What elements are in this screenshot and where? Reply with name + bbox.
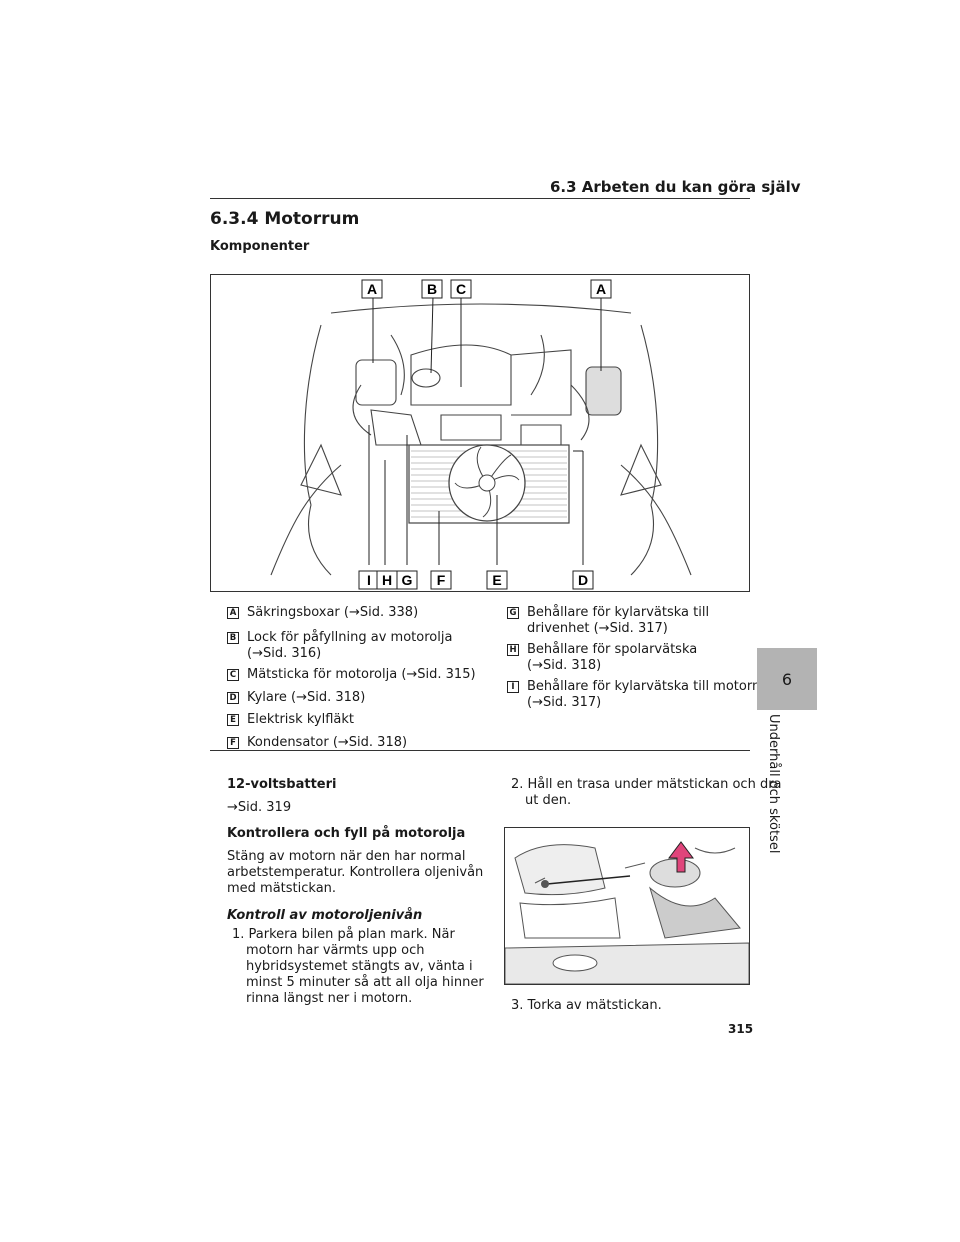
oil-step-1: 1. Parkera bilen på plan mark. När motor… bbox=[232, 927, 484, 1006]
battery-ref: →Sid. 319 bbox=[227, 800, 292, 815]
up-arrow-icon bbox=[668, 841, 694, 873]
figure-label-c: C bbox=[456, 281, 466, 297]
figure-label-i: I bbox=[367, 572, 371, 588]
figure-label-e: E bbox=[492, 572, 501, 588]
figure-label-b: B bbox=[427, 281, 437, 297]
dipstick-illustration bbox=[504, 841, 750, 985]
oil-intro: Stäng av motorn när den har normal arbet… bbox=[227, 849, 484, 896]
figure-label-h: H bbox=[382, 572, 392, 588]
chapter-tab bbox=[757, 648, 817, 710]
figure-label-f: F bbox=[437, 572, 446, 588]
engine-bay-illustration: A B C A I H G F E D bbox=[270, 279, 692, 590]
header-rule bbox=[210, 198, 750, 199]
chapter-title: Underhåll och skötsel bbox=[766, 714, 781, 854]
legend-rule bbox=[210, 750, 750, 751]
page-title: 6.3.4 Motorrum bbox=[210, 209, 360, 229]
page-number: 315 bbox=[728, 1022, 754, 1036]
page-subtitle: Komponenter bbox=[210, 239, 310, 254]
chapter-number: 6 bbox=[781, 670, 793, 689]
engine-bay-figure: A B C A I H G F E D bbox=[210, 274, 750, 592]
oil-subheading: Kontroll av motoroljenivån bbox=[227, 908, 423, 923]
battery-heading: 12-voltsbatteri bbox=[227, 777, 337, 792]
oil-step-3: 3. Torka av mätstickan. bbox=[511, 998, 662, 1013]
dipstick-figure bbox=[504, 827, 750, 985]
figure-label-g: G bbox=[402, 572, 413, 588]
figure-label-a: A bbox=[367, 281, 377, 297]
oil-heading: Kontrollera och fyll på motorolja bbox=[227, 826, 466, 841]
section-header: 6.3 Arbeten du kan göra själv bbox=[550, 178, 801, 196]
oil-step-2: 2. Håll en trasa under mätstickan och dr… bbox=[511, 777, 782, 808]
figure-label-d: D bbox=[578, 572, 588, 588]
figure-label-a-right: A bbox=[596, 281, 606, 297]
